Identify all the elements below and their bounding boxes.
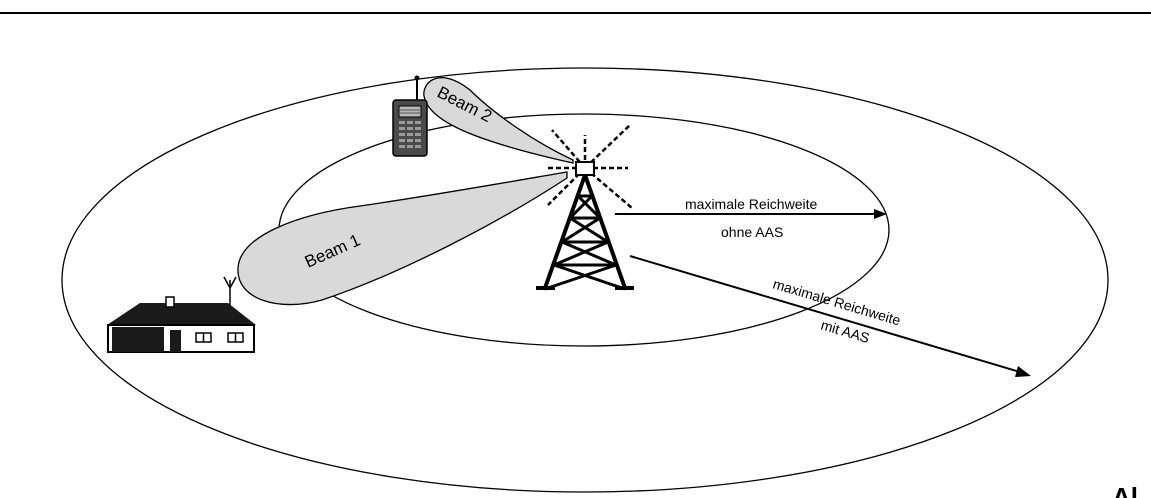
antenna-tower-icon (536, 124, 634, 291)
outer-coverage-ellipse (61, 67, 1109, 493)
handheld-phone-icon (392, 75, 428, 157)
range-without-aas-label-2: ohne AAS (721, 224, 783, 240)
range-arrowhead-without-aas (874, 209, 887, 219)
house-icon (107, 296, 256, 353)
house-antenna-icon (223, 276, 237, 305)
beam-1-lobe (237, 171, 568, 306)
range-without-aas-label-1: maximale Reichweite (685, 196, 817, 212)
range-arrowhead-with-aas (1015, 366, 1031, 377)
beam-2-lobe (423, 77, 574, 164)
corner-text: Al (1112, 482, 1138, 498)
range-arrow-with-aas (629, 255, 1021, 373)
